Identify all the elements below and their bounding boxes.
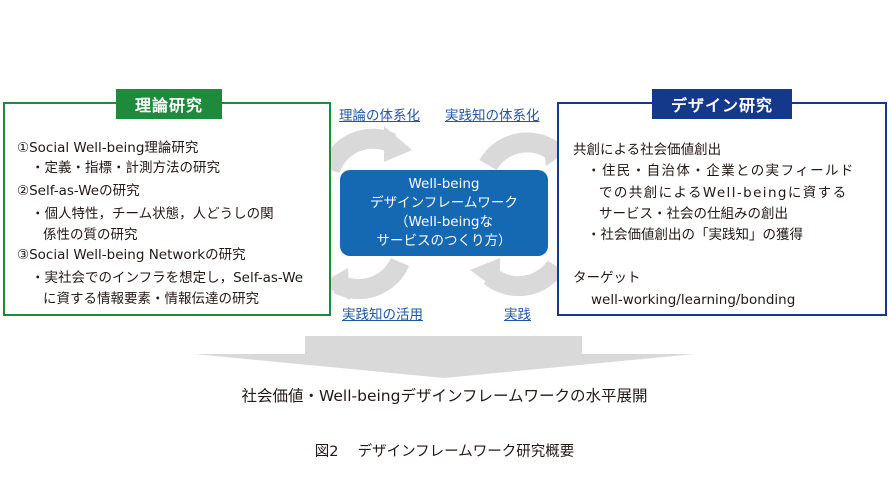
design-detail-1-cont2: サービス・社会の仕組みの創出 <box>599 206 788 222</box>
design-detail-2: ・社会価値創出の「実践知」の獲得 <box>587 227 803 243</box>
framework-line-4: サービスのつくり方） <box>376 233 512 249</box>
theory-item-2-detail: ・個人特性，チーム状態，人どうしの関 <box>31 206 274 222</box>
label-practical-knowledge-systematization: 実践知の体系化 <box>445 108 540 124</box>
label-practice: 実践 <box>504 307 531 323</box>
design-heading: 共創による社会価値創出 <box>573 142 722 158</box>
target-heading: ターゲット <box>573 270 641 286</box>
figure-caption: 図2 デザインフレームワーク研究概要 <box>314 444 575 460</box>
left-cycle-top-arc <box>320 128 397 174</box>
design-research-box: 共創による社会価値創出 ・住民・自治体・企業との実フィールド での共創によるWe… <box>557 102 887 316</box>
left-cycle-bottom-arrowhead <box>320 268 350 300</box>
design-research-title: デザイン研究 <box>652 89 792 119</box>
right-cycle-top-arc <box>479 132 558 171</box>
target-value: well-working/learning/bonding <box>591 292 796 308</box>
framework-line-2: デザインフレームワーク <box>370 195 518 211</box>
expansion-arrow <box>194 336 695 378</box>
theory-item-2-detail-cont: 係性の質の研究 <box>43 227 138 243</box>
design-detail-1: ・住民・自治体・企業との実フィールド <box>587 163 855 179</box>
framework-line-1: Well-being <box>408 176 480 192</box>
theory-item-3-detail: ・実社会でのインフラを想定し，Self-as-We <box>31 270 304 286</box>
design-detail-1-cont: での共創によるWell-beingに資する <box>599 185 848 201</box>
theory-item-1-detail: ・定義・指標・計測方法の研究 <box>31 160 220 176</box>
right-cycle-bottom-arrowhead <box>470 258 500 292</box>
theory-item-3: ③Social Well-being Networkの研究 <box>17 247 246 263</box>
horizontal-expansion-text: 社会価値・Well-beingデザインフレームワークの水平展開 <box>241 387 648 405</box>
framework-line-3: （Well-beingな <box>395 214 493 230</box>
label-practical-knowledge-use: 実践知の活用 <box>342 307 423 323</box>
theory-research-title: 理論研究 <box>116 89 222 119</box>
left-cycle-top-arrowhead <box>384 126 412 162</box>
theory-research-box: ①Social Well-being理論研究 ・定義・指標・計測方法の研究 ②S… <box>3 102 331 316</box>
wellbeing-framework-box: Well-being デザインフレームワーク （Well-beingな サービス… <box>340 170 548 256</box>
label-theory-systematization: 理論の体系化 <box>339 108 420 124</box>
theory-item-1: ①Social Well-being理論研究 <box>17 140 199 156</box>
theory-item-2: ②Self-as-Weの研究 <box>17 183 140 199</box>
theory-item-3-detail-cont: に資する情報要素・情報伝達の研究 <box>43 291 259 307</box>
